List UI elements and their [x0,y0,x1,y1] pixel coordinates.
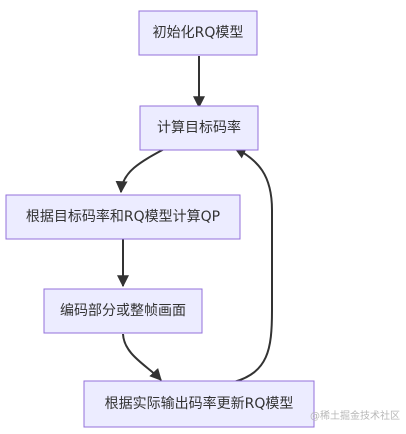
node-init: 初始化RQ模型 [138,10,258,56]
node-calc-box [139,105,259,151]
node-qp-label: 根据目标码率和RQ模型计算QP [26,208,220,225]
node-encode-label: 编码部分或整帧画面 [60,303,186,319]
node-qp: 根据目标码率和RQ模型计算QP [5,194,241,240]
edge-encode-to-update [122,333,162,381]
node-encode: 编码部分或整帧画面 [43,288,203,334]
node-update-label: 根据实际输出码率更新RQ模型 [105,395,294,412]
node-init-box [138,10,258,56]
watermark: @稀土掘金技术社区 [310,411,400,422]
node-qp-box [5,194,241,240]
node-update-box [83,380,315,428]
edge-update-to-calc [233,147,273,383]
node-calc-label: 计算目标码率 [157,119,241,136]
node-encode-box [43,288,203,334]
node-init-label: 初始化RQ模型 [153,24,244,41]
node-update: 根据实际输出码率更新RQ模型 [83,380,315,428]
edge-calc-to-qp [115,147,167,194]
node-calc: 计算目标码率 [139,105,259,151]
